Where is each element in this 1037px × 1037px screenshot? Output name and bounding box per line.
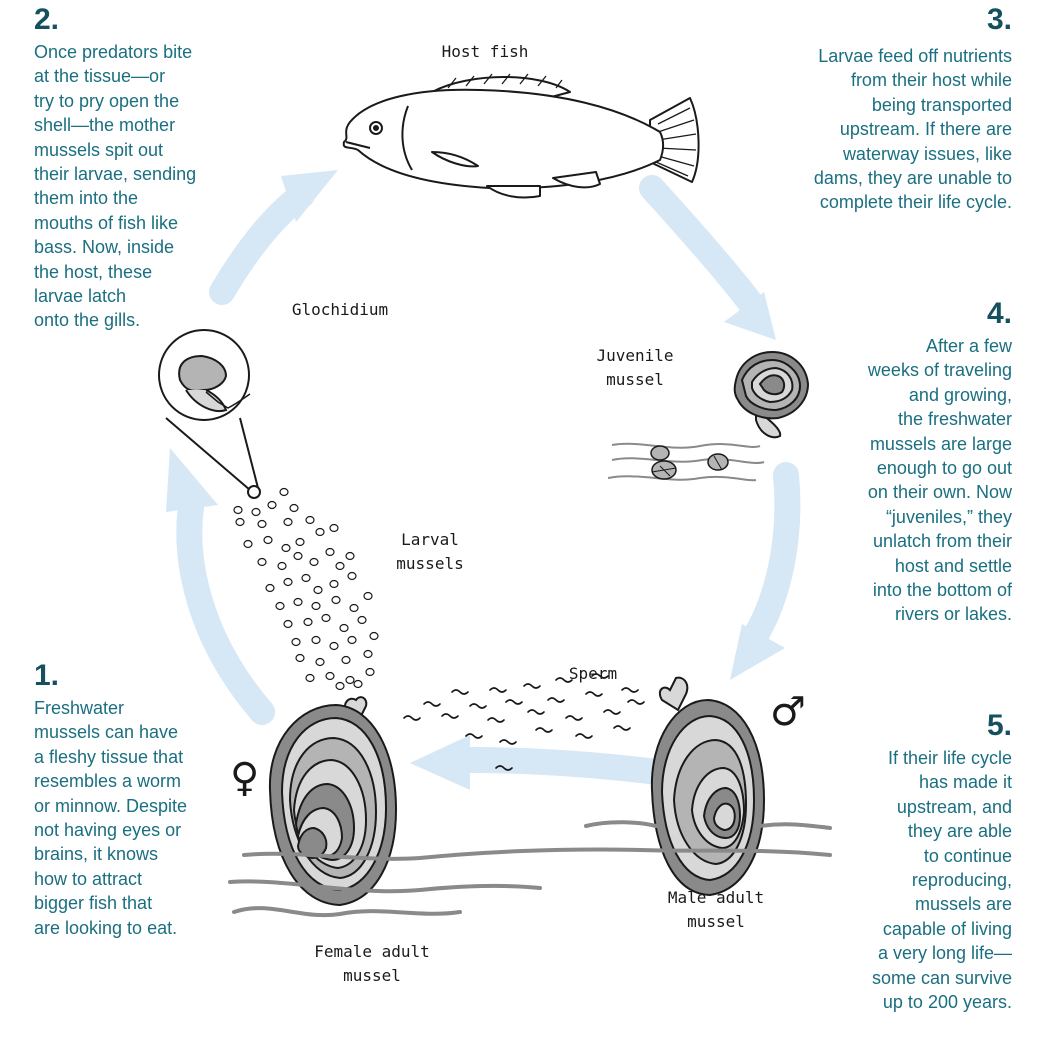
host-fish-label: Host fish <box>420 40 550 64</box>
step-1-number: 1. <box>34 660 59 692</box>
female-label: Female adult mussel <box>292 940 452 988</box>
step-1-text: Freshwater mussels can have a fleshy tis… <box>34 696 234 940</box>
arrow-juvenile-to-male <box>753 475 787 640</box>
larval-mussels-dots <box>234 489 378 690</box>
arrow-fish-to-juvenile <box>652 188 752 305</box>
step-2-text: Once predators bite at the tissue—or try… <box>34 40 234 333</box>
step-4-number: 4. <box>960 298 1012 330</box>
glochidium-label: Glochidium <box>280 298 400 322</box>
arrowhead-to-female <box>410 735 470 790</box>
arrowhead-up-left <box>166 448 218 512</box>
juvenile-mussel-illustration <box>735 352 808 437</box>
female-symbol: ♀ <box>230 756 259 800</box>
step-5-number: 5. <box>960 710 1012 742</box>
male-symbol: ♂ <box>770 690 806 734</box>
female-adult-mussel-illustration <box>270 697 396 905</box>
male-label: Male adult mussel <box>656 886 776 934</box>
juvenile-label: Juvenile mussel <box>580 344 690 392</box>
juvenile-riverbed <box>608 444 764 481</box>
sperm-label: Sperm <box>558 662 628 686</box>
arrow-glochidium-to-fish <box>222 195 302 292</box>
step-3-number: 3. <box>960 4 1012 36</box>
cycle-arrows <box>189 188 787 780</box>
male-adult-mussel-illustration <box>652 678 764 895</box>
arrow-female-to-glochidium <box>189 500 262 712</box>
larval-label: Larval mussels <box>380 528 480 576</box>
step-3-text: Larvae feed off nutrients from their hos… <box>760 44 1012 215</box>
step-4-text: After a few weeks of traveling and growi… <box>820 334 1012 627</box>
step-5-text: If their life cycle has made it upstream… <box>820 746 1012 1014</box>
step-2-number: 2. <box>34 4 59 36</box>
